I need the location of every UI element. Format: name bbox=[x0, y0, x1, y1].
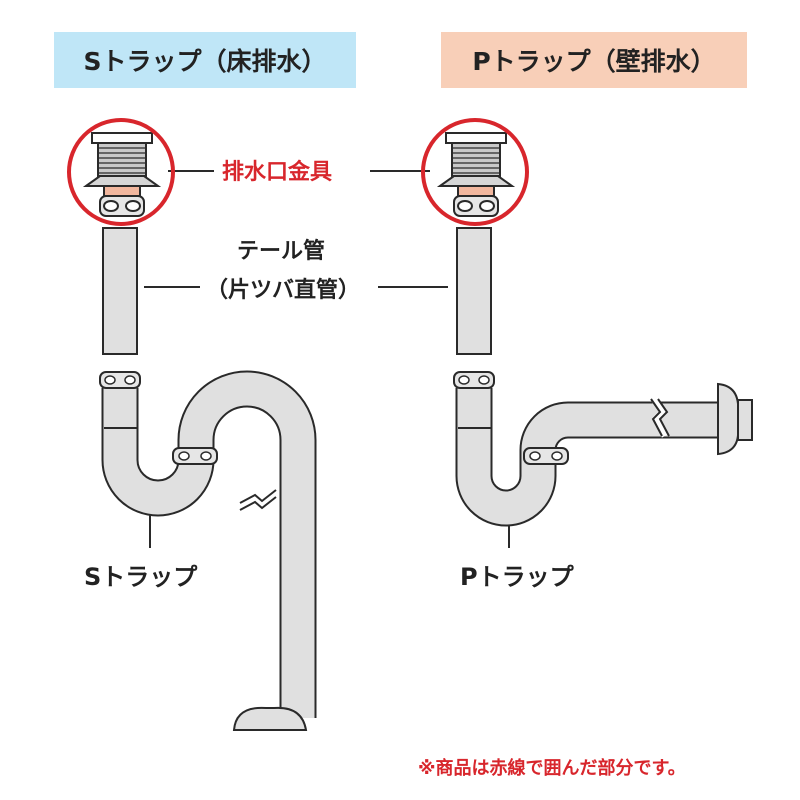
product-note: ※商品は赤線で囲んだ部分です。 bbox=[418, 758, 686, 779]
s-trap-title: Sトラップ（床排水） bbox=[54, 32, 356, 88]
tail-pipe-s bbox=[102, 227, 138, 355]
tail-pipe-p bbox=[456, 227, 492, 355]
drain-fitting-s bbox=[82, 132, 162, 217]
highlight-circle-s bbox=[67, 118, 175, 226]
tail-pipe-label: テール管 bbox=[237, 239, 326, 264]
p-trap-label: Pトラップ bbox=[460, 563, 574, 591]
s-trap bbox=[99, 370, 317, 731]
s-trap-label: Sトラップ bbox=[84, 563, 198, 591]
highlight-circle-p bbox=[421, 118, 529, 226]
drain-fitting-p bbox=[436, 132, 516, 217]
leader-lines bbox=[144, 170, 510, 548]
p-trap-title: Pトラップ（壁排水） bbox=[441, 32, 747, 88]
p-trap bbox=[453, 371, 753, 527]
tail-pipe-sublabel: （片ツバ直管） bbox=[206, 278, 361, 303]
drain-fitting-label: 排水口金具 bbox=[222, 160, 333, 185]
